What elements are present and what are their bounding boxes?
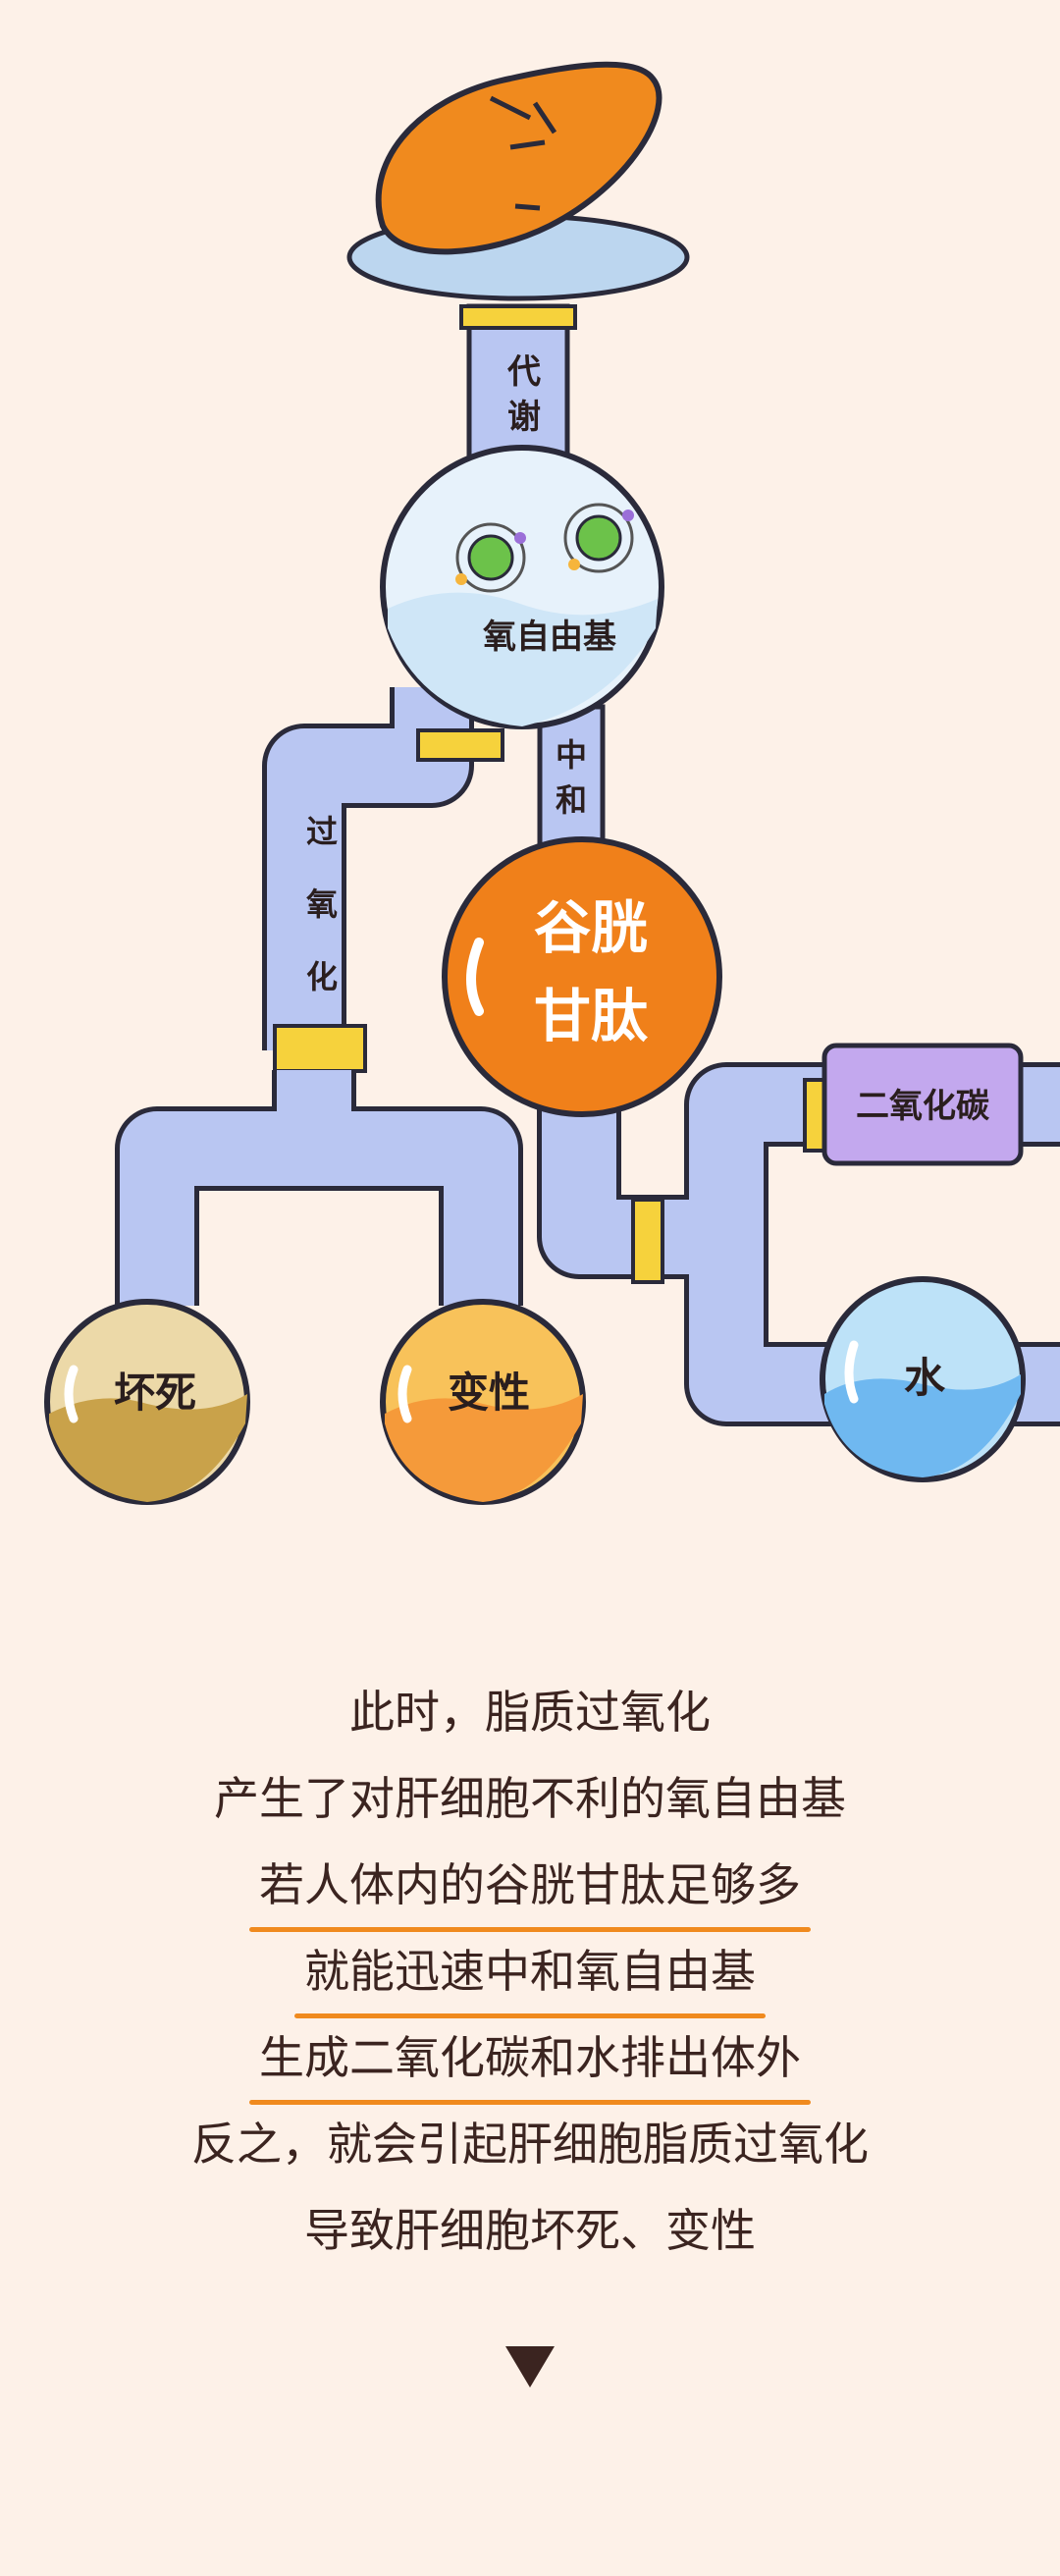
neutralize-label-2: 和: [556, 781, 587, 819]
co2-tank: 二氧化碳: [822, 1043, 1024, 1166]
text-line-5-highlighted: 生成二氧化碳和水排出体外: [0, 2014, 1060, 2105]
degeneration-label: 变性: [448, 1368, 530, 1417]
text-line-1: 此时，脂质过氧化: [349, 1686, 711, 1739]
pipe-joint: [459, 304, 577, 330]
metabolism-label-1: 代: [506, 352, 541, 392]
peroxidation-label-3: 化: [306, 958, 338, 995]
neutralize-pipe: [537, 704, 606, 857]
peroxidation-pipe: [267, 687, 469, 1050]
glutathione-node: 谷胱 甘肽: [442, 836, 722, 1117]
pipe-joint: [631, 1198, 664, 1284]
split-pipe: [120, 1070, 518, 1306]
peroxidation-label-2: 氧: [306, 886, 338, 923]
glutathione-label-2: 甘肽: [534, 983, 649, 1049]
glutathione-label-1: 谷胱: [534, 894, 648, 961]
degeneration-node: 变性: [380, 1299, 586, 1505]
neutralize-label-1: 中: [556, 736, 587, 774]
down-triangle-icon: [505, 2346, 555, 2388]
water-node: 水: [820, 1276, 1026, 1482]
free-radical-label: 氧自由基: [483, 617, 616, 657]
text-line-3-highlighted: 若人体内的谷胱甘肽足够多: [0, 1842, 1060, 1932]
explanation-text: 此时，脂质过氧化 产生了对肝细胞不利的氧自由基 若人体内的谷胱甘肽足够多 就能迅…: [0, 1669, 1060, 2274]
pipe-joint: [416, 728, 504, 762]
text-line-2: 产生了对肝细胞不利的氧自由基: [214, 1772, 846, 1825]
free-radical-icon: [455, 503, 634, 593]
sweet-potato-icon: [346, 61, 690, 301]
text-line-6: 反之，就会引起肝细胞脂质过氧化: [191, 2118, 869, 2171]
text-line-4-highlighted: 就能迅速中和氧自由基: [0, 1928, 1060, 2018]
free-radical-node: 氧自由基: [380, 445, 664, 729]
co2-label: 二氧化碳: [856, 1087, 990, 1126]
necrosis-node: 坏死: [44, 1299, 250, 1505]
liver-metabolism-diagram: 代 谢 过 氧 化 中 和 氧自由基 谷胱 甘肽: [44, 61, 1060, 1505]
pipe-joint: [273, 1024, 367, 1073]
water-label: 水: [904, 1354, 946, 1402]
necrosis-label: 坏死: [114, 1368, 196, 1417]
metabolism-label-2: 谢: [507, 398, 541, 437]
peroxidation-label-1: 过: [306, 813, 338, 850]
text-line-7: 导致肝细胞坏死、变性: [304, 2204, 756, 2257]
metabolism-pipe: [466, 303, 570, 474]
